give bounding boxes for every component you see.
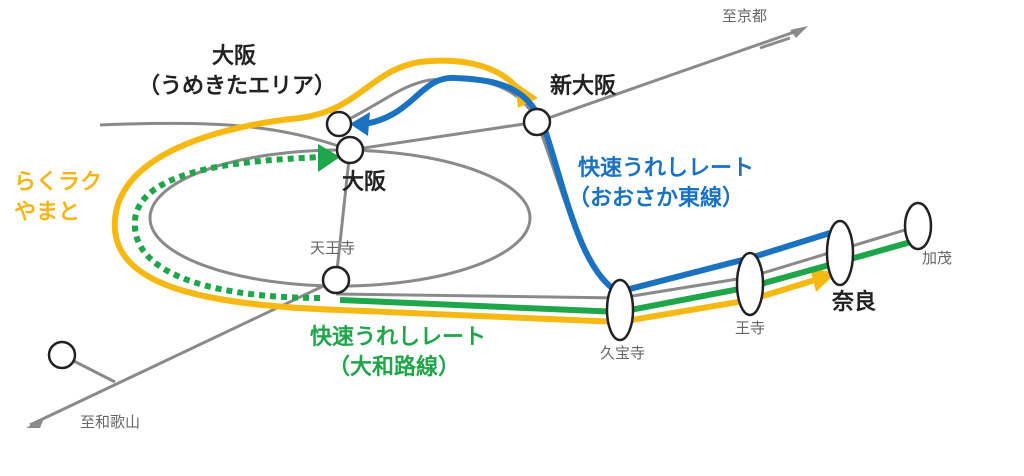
osaka-loop-line [148, 148, 532, 288]
station-oji-marker[interactable] [735, 251, 765, 317]
service-osaka-higashi-line2: （おおさか東線） [568, 186, 745, 211]
direction-kyoto: 至京都 [722, 7, 768, 25]
station-osaka-umekita-marker[interactable] [325, 110, 353, 138]
station-label-tennoji: 天王寺 [310, 239, 356, 257]
station-label-kamo: 加茂 [922, 249, 953, 267]
station-label-osaka: 大阪 [342, 170, 387, 195]
service-rakuraku-line1: らくラク [14, 170, 103, 195]
station-label-shin-osaka: 新大阪 [550, 74, 617, 99]
station-nara-marker[interactable] [825, 219, 855, 287]
station-label-oji: 王寺 [735, 319, 766, 337]
yamatoji-dotted-route [131, 154, 323, 301]
station-label-nara: 奈良 [832, 290, 877, 315]
station-label-osaka-umekita: 大阪 [212, 44, 257, 69]
green-arrow-icon [318, 144, 340, 172]
station-tennoji-marker[interactable] [321, 265, 351, 295]
station-osaka-marker[interactable] [335, 135, 365, 165]
west-line [99, 121, 351, 152]
station-label-umekita-area: （うめきたエリア） [138, 74, 337, 99]
station-kyuhoji-marker[interactable] [605, 278, 635, 342]
direction-wakayama: 至和歌山 [80, 413, 141, 431]
service-rakuraku-line2: やまと [14, 200, 81, 225]
yellow-arrow-icon [515, 82, 538, 108]
wakayama-arrow-icon [26, 418, 44, 428]
osaka-higashi-route [364, 74, 831, 296]
station-kamo-marker[interactable] [903, 201, 933, 251]
station-label-kyuhoji: 久宝寺 [600, 344, 646, 362]
service-osaka-higashi-line1: 快速うれしレート [578, 156, 755, 181]
rakuraku-yamato-route [111, 57, 621, 325]
station-shin-osaka-marker[interactable] [522, 107, 552, 137]
service-yamatoji-line2: （大和路線） [328, 355, 461, 380]
station-markers [47, 107, 933, 370]
station-unnamed-marker [47, 340, 77, 370]
kyoto-arrow-icon [790, 26, 808, 38]
blue-arrow-icon [350, 112, 370, 136]
kyoto-double-mark [759, 36, 791, 50]
service-yamatoji-line1: 快速うれしレート [310, 325, 487, 350]
